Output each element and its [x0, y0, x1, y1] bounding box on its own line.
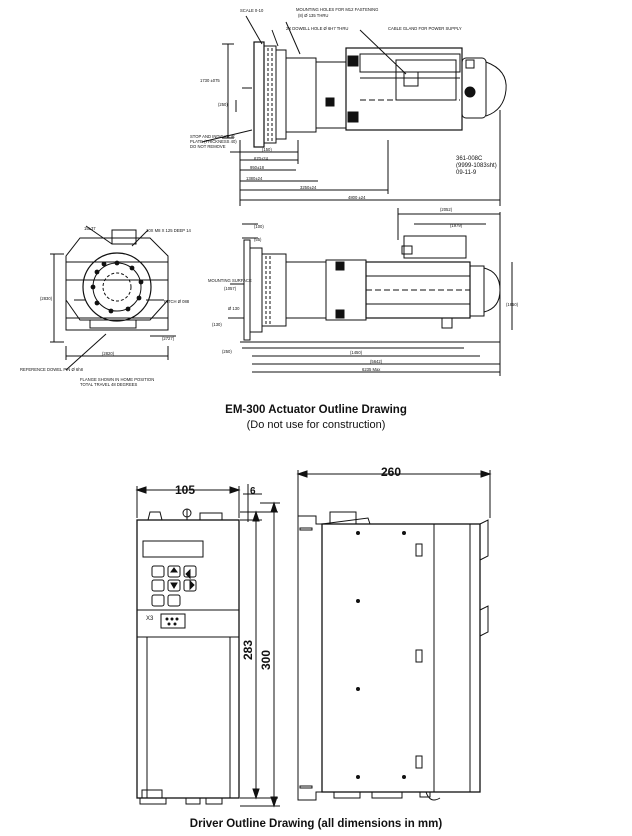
- bolt-circle: [90, 260, 144, 314]
- driver-height-total-label: 300: [259, 650, 273, 670]
- label-dim-1380: 1380±24: [246, 176, 263, 181]
- label-dim-670: 670±24: [254, 156, 269, 161]
- actuator-top-view: [201, 15, 507, 206]
- label-flange-note-2: TOTAL TRAVEL 48 DEGREES: [80, 382, 138, 387]
- label-dim-130: (130): [212, 322, 222, 327]
- label-drawing-no: 361-008C: [456, 156, 483, 162]
- label-dim-2820: (2820): [102, 351, 115, 356]
- label-dim-1650: (1650): [506, 302, 519, 307]
- driver-annotations: 105 6 283 300 260 X3: [146, 465, 401, 670]
- driver-offset-label: 6: [250, 486, 256, 497]
- driver-keypad: [151, 565, 197, 607]
- label-ref-dowel: REFERENCE DOWEL PIN Ø 6h8: [20, 367, 84, 372]
- label-dim-250: (250): [218, 102, 228, 107]
- label-dim-3250: 3250±24: [300, 185, 317, 190]
- driver-width-label: 105: [175, 483, 195, 497]
- label-mounting-holes: MOUNTING HOLES FOR M12 FASTENING: [296, 7, 378, 12]
- actuator-caption-subtitle: (Do not use for construction): [246, 419, 386, 431]
- label-dim-55: (55): [254, 237, 262, 242]
- label-mounting-holes-2: (8) Ø 135 THRU: [298, 13, 328, 18]
- label-dim-1450: (1450): [350, 350, 363, 355]
- actuator-annotations: SCALE 0-10 MOUNTING HOLES FOR M12 FASTEN…: [20, 7, 519, 387]
- actuator-end-view: [50, 225, 176, 371]
- label-dim-4800: 4800 ±24: [348, 195, 366, 200]
- label-dim-2052: (2052): [440, 207, 453, 212]
- x3-connector: [160, 613, 186, 629]
- label-do-not-remove: DO NOT REMOVE: [190, 144, 226, 149]
- label-flange-note: FLANGE SHOWN IN HOME POSITION: [80, 377, 154, 382]
- label-cable-gland: CABLE GLAND FOR POWER SUPPLY: [388, 26, 462, 31]
- label-scale: SCALE 0-10: [240, 8, 264, 13]
- label-dim-5642: (5642): [370, 359, 383, 364]
- label-dim-2830: (2830): [40, 296, 53, 301]
- label-dim-250b: (250): [222, 349, 232, 354]
- driver-height-inner-label: 283: [241, 640, 255, 660]
- label-dim-950: 950±18: [250, 165, 265, 170]
- driver-display: [142, 540, 204, 558]
- driver-front-view: [135, 484, 280, 808]
- label-dim-100: (100): [254, 224, 264, 229]
- label-holes-m8: 10X M8 X 125 DEEP 14: [146, 228, 192, 233]
- label-dim-40: Ø 130: [228, 306, 240, 311]
- label-plate-thickness: PLATE (THICKNESS 40): [190, 139, 237, 144]
- actuator-side-view: [228, 208, 513, 376]
- label-dim-1057: (1057): [224, 286, 237, 291]
- label-stop-indicator: STOP AND INDICATOR: [190, 134, 235, 139]
- driver-x3-label: X3: [146, 616, 154, 622]
- driver-side-view: [296, 470, 492, 801]
- label-dim-1730: 1730 ±075: [200, 78, 220, 83]
- label-dim-1979: (1979): [450, 223, 463, 228]
- label-pitch: PITCH Ø 088: [164, 299, 190, 304]
- label-date: 09-11-9: [456, 170, 477, 176]
- label-dim-6235: 6235 Max: [362, 367, 381, 372]
- label-dim-150: (150): [262, 147, 272, 152]
- driver-depth-label: 260: [381, 465, 401, 479]
- label-dim-15: 15±37: [84, 226, 96, 231]
- label-dowel: 2X DOWELL HOLE Ø 6H7 THRU: [286, 26, 348, 31]
- driver-caption-title: Driver Outline Drawing (all dimensions i…: [189, 818, 443, 830]
- label-mounting-surface: MOUNTING SURFACE: [208, 278, 252, 283]
- actuator-caption-title: EM-300 Actuator Outline Drawing: [225, 404, 407, 416]
- label-drawing-no-2: (9999-1083sht): [456, 163, 497, 169]
- label-dim-2727: (2727): [162, 336, 175, 341]
